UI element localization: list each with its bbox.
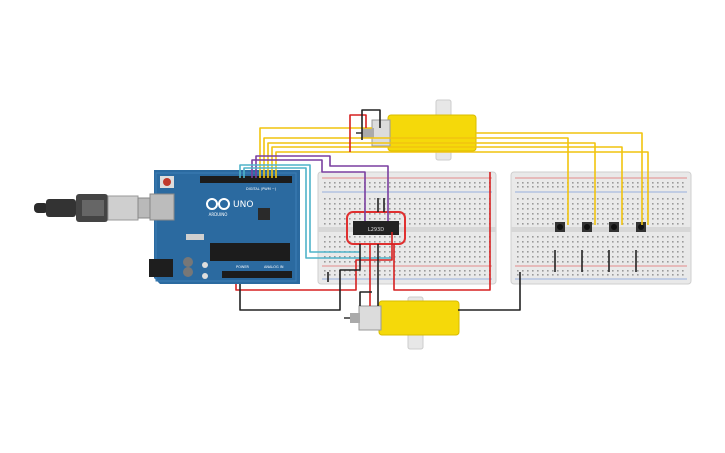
wire-black xyxy=(359,291,372,306)
wire-yellow xyxy=(271,146,623,225)
power-header-label: POWER xyxy=(236,265,250,269)
ic-label: L293D xyxy=(368,227,384,233)
breadboard-holes xyxy=(324,182,491,276)
pushbutton-icon xyxy=(555,222,565,232)
wire-black xyxy=(361,109,381,140)
wire-red xyxy=(393,172,491,291)
breadboard-holes xyxy=(517,182,684,276)
selection-highlight xyxy=(346,211,406,245)
wire-red xyxy=(235,232,393,291)
pushbutton-icon xyxy=(582,222,592,232)
wires xyxy=(235,109,649,311)
wire-yellow xyxy=(263,137,569,225)
breadboard-right xyxy=(510,171,692,285)
reset-button-icon xyxy=(163,178,171,186)
wire-black xyxy=(458,272,521,311)
arduino-logo-text: ARDUINO xyxy=(209,212,228,217)
arduino-model-label: UNO xyxy=(233,200,253,210)
breadboard-left xyxy=(317,171,497,285)
ic-chip-icon: L293D xyxy=(353,221,399,235)
wire-purple xyxy=(251,159,366,221)
arduino-logo-icon xyxy=(206,198,230,210)
pushbutton-icon xyxy=(636,222,646,232)
pushbutton-icon xyxy=(609,222,619,232)
wire-yellow xyxy=(259,127,372,178)
wire-cyan xyxy=(239,164,360,253)
dc-motor-icon xyxy=(344,296,460,350)
analog-header-label: ANALOG IN xyxy=(264,265,284,269)
wire-red xyxy=(349,114,367,152)
wire-black xyxy=(239,244,361,311)
wire-cyan xyxy=(243,167,392,259)
dc-motor-icon xyxy=(356,99,477,161)
wire-purple xyxy=(255,155,389,221)
arduino-uno-board: ARDUINO UNO DIGITAL (PWM ~) POWER ANALOG… xyxy=(149,170,300,284)
digital-header-label: DIGITAL (PWM ~) xyxy=(246,187,277,191)
wire-yellow xyxy=(476,132,643,225)
